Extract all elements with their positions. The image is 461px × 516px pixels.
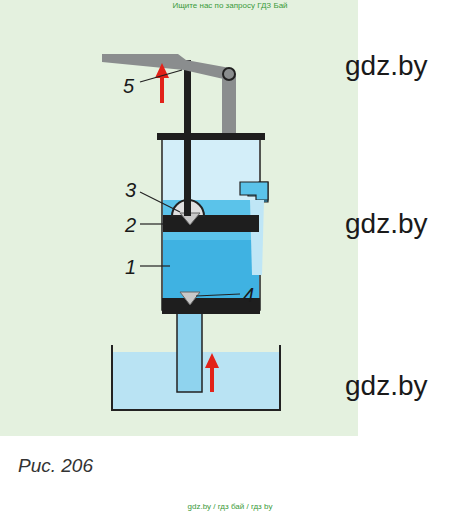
leader-line bbox=[140, 223, 166, 224]
piston bbox=[163, 215, 259, 232]
callout-number: 1 bbox=[125, 257, 136, 277]
watermark: gdz.by bbox=[345, 52, 428, 80]
handle bbox=[102, 54, 230, 80]
watermark: gdz.by bbox=[345, 372, 428, 400]
background-panel bbox=[0, 0, 358, 436]
watermark: gdz.by bbox=[345, 210, 428, 238]
leader-line bbox=[140, 265, 170, 266]
callout-number: 5 bbox=[123, 76, 134, 96]
figure-caption: Рис. 206 bbox=[18, 456, 93, 475]
flow-arrow bbox=[205, 353, 219, 368]
leader-line bbox=[140, 192, 180, 212]
pivot bbox=[223, 68, 235, 80]
suction-pipe bbox=[177, 312, 202, 392]
callout-number: 3 bbox=[125, 180, 136, 200]
cylinder bbox=[162, 138, 260, 310]
watermark: Ищите нас по запросу ГДЗ Бай bbox=[172, 2, 287, 10]
valve-4 bbox=[180, 292, 200, 305]
cylinder-cap bbox=[157, 133, 265, 140]
watermark: gdz.by / гдз бай / гдз by bbox=[188, 503, 273, 511]
leader-line bbox=[196, 294, 240, 296]
callout-number: 2 bbox=[125, 215, 136, 235]
leader-line bbox=[140, 70, 182, 82]
callout-number: 4 bbox=[243, 285, 254, 305]
spout bbox=[240, 182, 268, 200]
water-stream bbox=[250, 200, 264, 275]
